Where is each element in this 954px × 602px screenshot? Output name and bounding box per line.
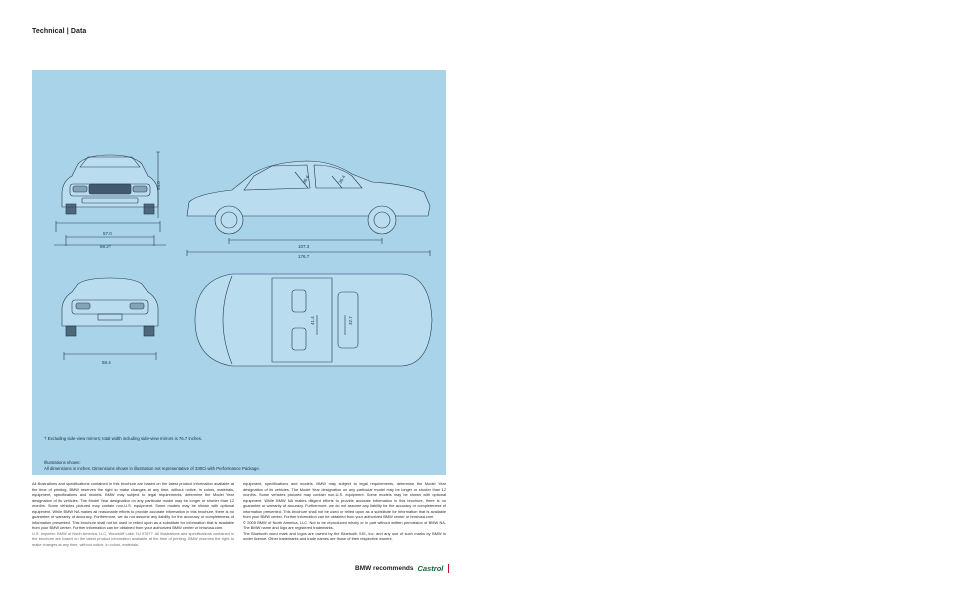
front-height-label: 54.0 xyxy=(156,181,161,190)
legal-disclaimer: All illustrations and specifications con… xyxy=(32,481,234,531)
dimension-labels: 54.0 57.0 69.2† 36.6 36.4 107.3 176.7 58… xyxy=(100,174,353,365)
castrol-logo-text: Castrol xyxy=(417,563,444,573)
rear-track-label: 58.4 xyxy=(102,360,111,365)
legroom-front-label: 41.4 xyxy=(310,316,315,325)
legroom-rear-label: 32.7 xyxy=(348,316,353,325)
illustration-notes-heading: Illustrations shown: xyxy=(44,460,81,465)
legal-column-right: equipment, specifications and models. BM… xyxy=(243,481,446,542)
top-view-drawing xyxy=(194,273,433,367)
castrol-logo-mark xyxy=(448,563,449,573)
side-view-drawing xyxy=(186,160,431,256)
castrol-footer-logo: BMW recommends Castrol xyxy=(355,562,449,574)
car-dimension-drawings: 54.0 57.0 69.2† 36.6 36.4 107.3 176.7 58… xyxy=(54,151,433,367)
illustration-notes-body: All dimensions in inches. Dimensions sho… xyxy=(44,466,260,471)
length-label: 176.7 xyxy=(298,254,310,259)
wheelbase-label: 107.3 xyxy=(298,244,310,249)
legal-importer: U.S. importer: BMW of North America, LLC… xyxy=(32,530,234,548)
legal-disclaimer-continued: equipment, specifications and models. BM… xyxy=(243,481,446,520)
front-view-drawing xyxy=(54,151,166,246)
legal-column-left: All illustrations and specifications con… xyxy=(32,481,234,548)
dimension-diagram: 54.0 57.0 69.2† 36.6 36.4 107.3 176.7 58… xyxy=(32,70,446,475)
front-width-label: 69.2† xyxy=(100,244,112,249)
rear-view-drawing xyxy=(61,277,159,360)
copyright-notice: © 2005 BMW of North America, LLC. Not to… xyxy=(243,519,446,531)
front-track-label: 57.0 xyxy=(103,231,112,236)
mirror-footnote: † Excluding side-view mirrors; total wid… xyxy=(44,436,203,441)
headroom-rear-label: 36.4 xyxy=(338,174,347,185)
headroom-front-label: 36.6 xyxy=(302,174,311,185)
page-title: Technical | Data xyxy=(32,28,87,35)
bmw-recommends-text: BMW recommends xyxy=(355,564,414,572)
illustration-notes: Illustrations shown: All dimensions in i… xyxy=(44,460,260,472)
bluetooth-notice: The Bluetooth word mark and logos are ow… xyxy=(243,530,446,542)
